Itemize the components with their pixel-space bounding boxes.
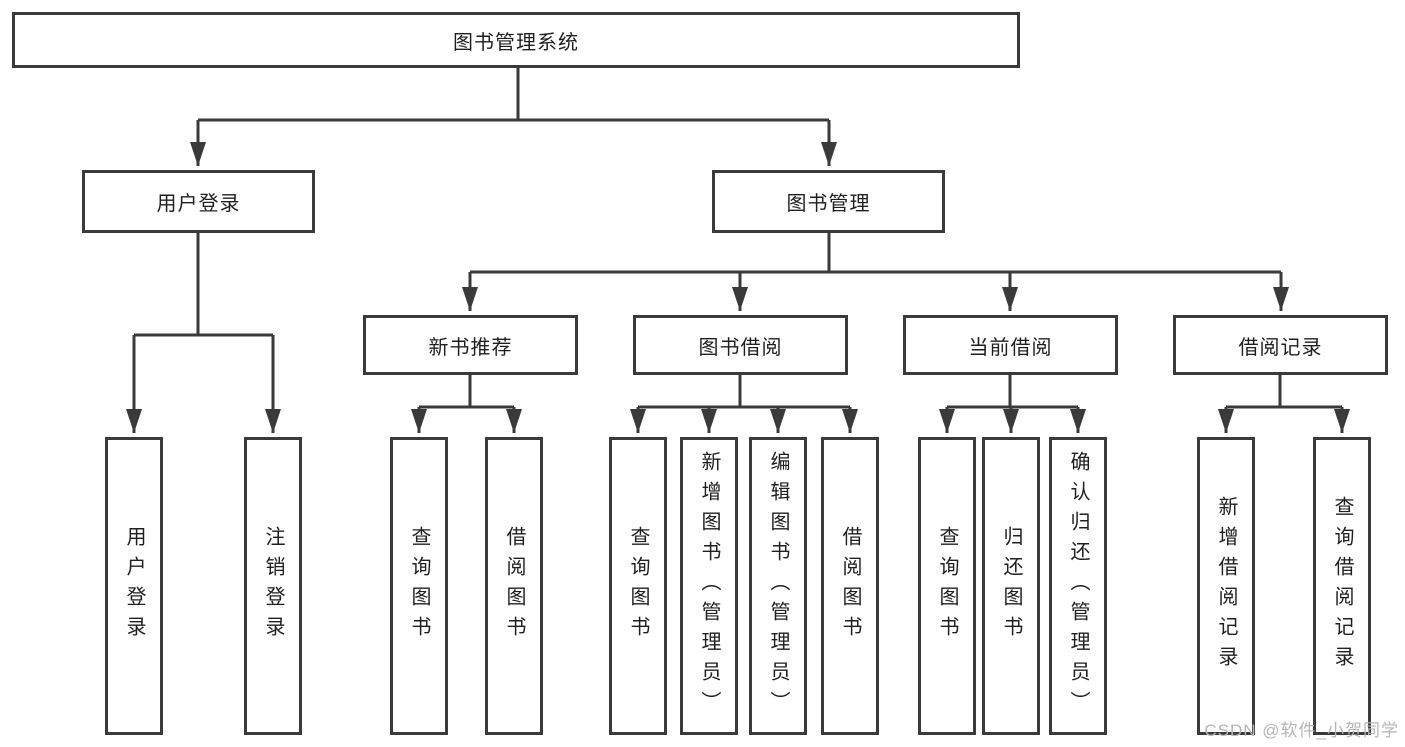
leaf-return-books: 归还图书 xyxy=(982,437,1040,735)
node-new-book-recommend: 新书推荐 xyxy=(363,315,578,375)
node-label: 图书管理系统 xyxy=(453,31,579,54)
leaf-logout-login: 注销登录 xyxy=(244,437,302,735)
leaf-user-login: 用户登录 xyxy=(105,437,163,735)
node-current-borrow: 当前借阅 xyxy=(903,315,1118,375)
node-label: 借阅记录 xyxy=(1238,336,1323,359)
leaf-label: 查询借阅记录 xyxy=(1331,496,1353,676)
leaf-label: 新增借阅记录 xyxy=(1215,496,1237,676)
node-label: 用户登录 xyxy=(156,193,241,215)
leaf-label: 注销登录 xyxy=(262,526,284,646)
node-user-login-branch: 用户登录 xyxy=(82,170,315,233)
leaf-label: 确认归还（管理员） xyxy=(1067,451,1089,721)
node-label: 图书借阅 xyxy=(698,336,783,359)
leaf-confirm-return-admin: 确认归还（管理员） xyxy=(1049,437,1107,735)
leaf-query-books-current: 查询图书 xyxy=(918,437,976,735)
leaf-borrow-books-borrow: 借阅图书 xyxy=(821,437,879,735)
leaf-label: 查询图书 xyxy=(408,526,430,646)
node-label: 新书推荐 xyxy=(428,336,513,359)
connector-book-management xyxy=(470,233,1281,274)
csdn-watermark: CSDN @软件_小贺同学 xyxy=(1204,721,1399,740)
connector-user-login xyxy=(134,233,273,337)
leaf-query-books-borrow: 查询图书 xyxy=(609,437,667,735)
leaf-label: 查询图书 xyxy=(627,526,649,646)
leaf-label: 编辑图书（管理员） xyxy=(767,451,789,721)
leaf-label: 用户登录 xyxy=(123,526,145,646)
leaf-query-books-newbook: 查询图书 xyxy=(390,437,448,735)
leaf-label: 归还图书 xyxy=(1000,526,1022,646)
leaf-borrow-books-newbook: 借阅图书 xyxy=(485,437,543,735)
connector-book-borrow xyxy=(638,375,850,409)
leaf-label: 新增图书（管理员） xyxy=(698,451,720,721)
leaf-label: 借阅图书 xyxy=(503,526,525,646)
connector-new-book xyxy=(419,375,514,409)
node-book-management-branch: 图书管理 xyxy=(712,170,945,233)
leaf-label: 查询图书 xyxy=(936,526,958,646)
leaf-label: 借阅图书 xyxy=(839,526,861,646)
connector-borrow-records xyxy=(1226,375,1342,409)
node-library-management-system: 图书管理系统 xyxy=(12,12,1020,68)
connector-root xyxy=(198,68,829,122)
node-label: 图书管理 xyxy=(786,193,871,215)
connector-current-borrow xyxy=(947,375,1078,409)
leaf-add-books-admin: 新增图书（管理员） xyxy=(680,437,738,735)
leaf-edit-books-admin: 编辑图书（管理员） xyxy=(749,437,807,735)
node-label: 当前借阅 xyxy=(968,336,1053,359)
node-borrow-records: 借阅记录 xyxy=(1173,315,1388,375)
leaf-query-borrow-record: 查询借阅记录 xyxy=(1313,437,1371,735)
node-book-borrow: 图书借阅 xyxy=(633,315,848,375)
leaf-add-borrow-record: 新增借阅记录 xyxy=(1197,437,1255,735)
